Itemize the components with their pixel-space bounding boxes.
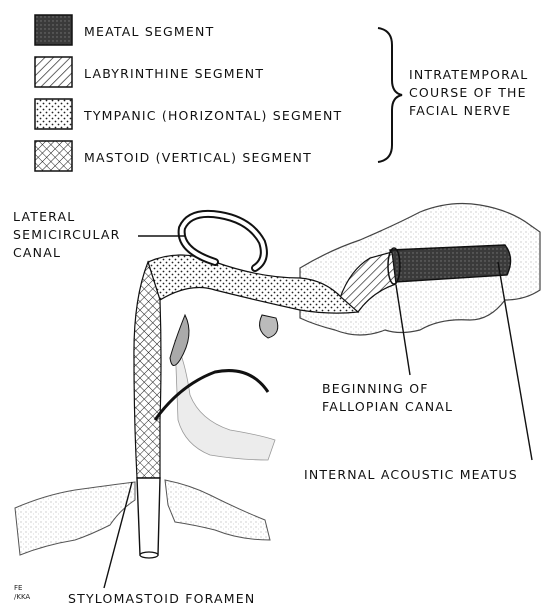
legend-item-tympanic: TYMPANIC (HORIZONTAL) SEGMENT [35,99,342,129]
ossicle-branch [170,315,189,366]
fallopian-line-2: FALLOPIAN CANAL [322,399,453,414]
legend-label-meatal: MEATAL SEGMENT [84,24,214,39]
lateral-canal-line-2: SEMICIRCULAR [13,227,121,242]
legend-label-tympanic: TYMPANIC (HORIZONTAL) SEGMENT [83,108,342,123]
group-label-line-1: INTRATEMPORAL [409,67,528,82]
legend-label-mastoid: MASTOID (VERTICAL) SEGMENT [84,150,312,165]
artist-signature: FE /KKA [14,584,30,601]
anatomy-illustration [15,204,540,558]
label-stylomastoid-foramen: STYLOMASTOID FORAMEN [68,591,255,606]
chorda-tympani [155,371,268,420]
legend-item-mastoid: MASTOID (VERTICAL) SEGMENT [35,141,312,171]
legend-item-meatal: MEATAL SEGMENT [35,15,214,45]
lateral-canal-line-1: LATERAL [13,209,75,224]
mastoid-bone [15,482,135,555]
label-fallopian-canal: BEGINNING OF FALLOPIAN CANAL [322,381,453,414]
label-lateral-canal: LATERAL SEMICIRCULAR CANAL [13,209,121,260]
middle-bone-shade [175,340,275,460]
legend-group-label: INTRATEMPORAL COURSE OF THE FACIAL NERVE [409,67,528,118]
tympanic-bone [165,480,270,540]
nerve-exit [137,478,160,555]
signature-line-2: /KKA [14,593,30,601]
legend-swatch-labyrinthine [35,57,72,87]
legend-swatch-mastoid [35,141,72,171]
legend-swatch-meatal [35,15,72,45]
legend-brace [378,28,402,162]
legend-item-labyrinthine: LABYRINTHINE SEGMENT [35,57,264,87]
group-label-line-2: COURSE OF THE [409,85,527,100]
legend: MEATAL SEGMENT LABYRINTHINE SEGMENT TYMP… [35,15,528,171]
stapes [260,315,278,338]
nerve-stump-end [140,552,158,558]
mastoid-segment [134,262,161,478]
group-label-line-3: FACIAL NERVE [409,103,511,118]
signature-line-1: FE [14,584,22,592]
meatal-segment [390,245,511,282]
legend-label-labyrinthine: LABYRINTHINE SEGMENT [84,66,264,81]
legend-swatch-tympanic [35,99,72,129]
fallopian-line-1: BEGINNING OF [322,381,429,396]
lateral-canal-line-3: CANAL [13,245,61,260]
label-internal-acoustic-meatus: INTERNAL ACOUSTIC MEATUS [304,467,518,482]
